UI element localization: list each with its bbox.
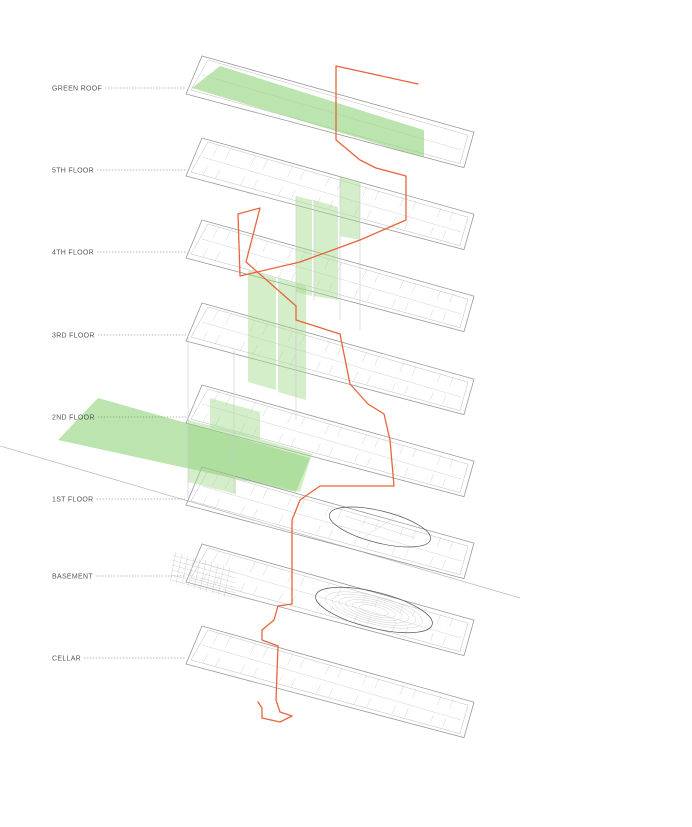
atrium-volumes bbox=[187, 176, 361, 498]
atrium-shaft-1 bbox=[296, 196, 312, 296]
atrium-shaft-3 bbox=[340, 176, 360, 240]
floor-label-4th-floor: 4TH FLOOR bbox=[52, 250, 94, 257]
atrium-shaft-6 bbox=[188, 420, 236, 494]
floor-slabs bbox=[169, 55, 475, 739]
floor-labels: GREEN ROOF 5TH FLOOR 4TH FLOOR 3RD FLOOR 2ND… bbox=[52, 86, 186, 663]
atrium-shaft-7 bbox=[236, 432, 312, 492]
atrium-shaft-2 bbox=[314, 200, 338, 300]
slab-1st-floor bbox=[185, 466, 475, 580]
floor-label-3rd-floor: 3RD FLOOR bbox=[52, 333, 95, 340]
floor-label-green-roof: GREEN ROOF bbox=[52, 86, 102, 93]
slab-2nd-floor bbox=[185, 384, 475, 498]
circulation-route bbox=[237, 65, 419, 723]
atrium-shaft-8 bbox=[210, 398, 260, 440]
floor-label-basement: BASEMENT bbox=[52, 574, 93, 581]
atrium-shaft-5 bbox=[278, 278, 306, 400]
roof-lawn bbox=[192, 66, 424, 158]
floor-label-2nd-floor: 2ND FLOOR bbox=[52, 415, 95, 422]
slab-basement bbox=[169, 543, 475, 657]
green-terrace bbox=[58, 398, 310, 492]
slab-3rd-floor bbox=[185, 302, 475, 416]
floor-label-5th-floor: 5TH FLOOR bbox=[52, 168, 94, 175]
atrium-shaft-4 bbox=[248, 270, 276, 390]
ground-line bbox=[0, 445, 521, 599]
slab-4th-floor bbox=[185, 219, 475, 333]
slab-5th-floor bbox=[185, 137, 475, 251]
floor-label-cellar: CELLAR bbox=[52, 656, 81, 663]
slab-cellar bbox=[185, 625, 475, 739]
floor-label-1st-floor: 1ST FLOOR bbox=[52, 497, 93, 504]
slab-green-roof bbox=[185, 55, 475, 169]
